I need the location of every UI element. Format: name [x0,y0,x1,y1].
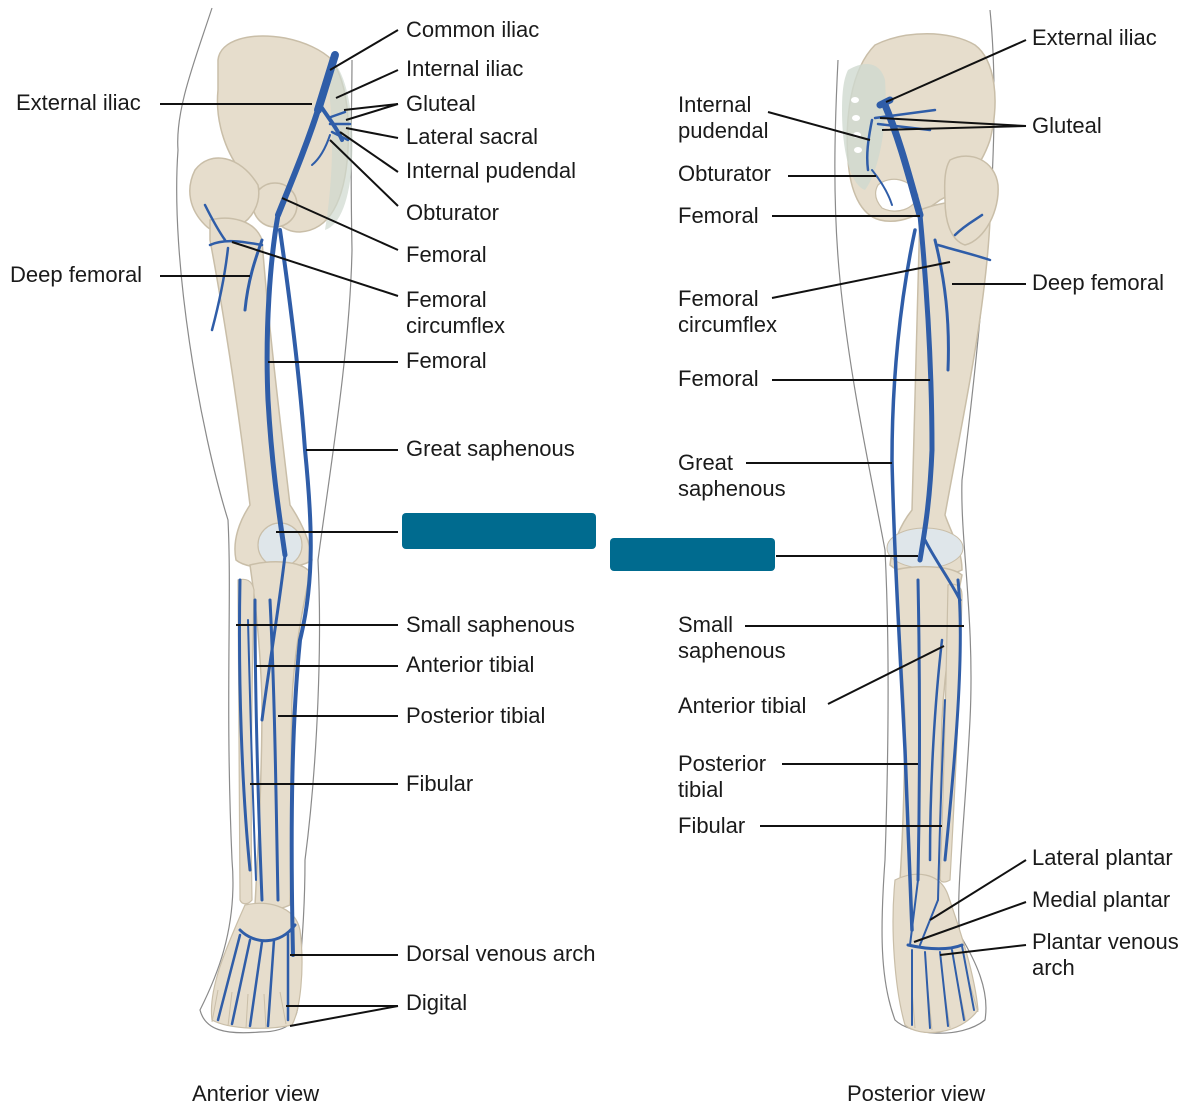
label-anterior-internal-pudendal: Internal pudendal [406,158,577,183]
label-anterior-gluteal: Gluteal [406,91,476,116]
label-posterior-small-saphenous: Small saphenous [678,612,786,663]
leader-anterior-internal-iliac [335,69,399,99]
label-anterior-femoral-mid: Femoral [406,348,487,373]
posterior-small-saphenous-vein [943,578,962,862]
posterior-veins [865,96,992,1029]
label-posterior-great-saphenous: Great saphenous [678,450,786,501]
anterior-veins [203,51,352,1028]
anterior-common-iliac-vein [314,51,339,114]
posterior-internal-pudendal-vein [865,118,874,172]
anterior-toes [211,989,287,1029]
leader-anterior-gluteal [343,103,399,121]
posterior-skin-outline [834,9,995,1034]
label-anterior-internal-iliac: Internal iliac [406,56,524,81]
leader-anterior-digital [286,1005,399,1027]
anterior-great-saphenous-vein [278,228,313,957]
anterior-popliteal-vein [260,553,287,722]
label-posterior-fibular: Fibular [678,813,746,838]
leader-anterior-obturator [329,139,399,207]
anterior-skin-outline [176,7,353,1034]
leader-anterior-femoral-upper [281,197,399,251]
anterior-view-title: Anterior view [192,1081,320,1106]
label-anterior-common-iliac: Common iliac [406,17,540,42]
posterior-popliteal-vein [923,538,962,602]
leader-anterior-femoral-circumflex [231,241,399,297]
posterior-sacral-foramina [851,97,862,153]
anterior-posterior-tibial-vein [268,598,280,902]
label-posterior-obturator: Obturator [678,161,771,186]
leader-anterior-common-iliac [329,29,399,71]
label-posterior-femoral-upper: Femoral [678,203,759,228]
anterior-dorsal-venous-arch [238,923,297,943]
leader-anterior-lateral-sacral [345,127,399,139]
anterior-digital-veins [216,932,290,1028]
label-posterior-external-iliac: External iliac [1032,25,1157,50]
anterior-external-iliac-vein [275,107,321,218]
label-posterior-femoral-circumflex: Femoral circumflex [678,286,778,337]
blank-label-anterior-knee[interactable] [402,513,596,549]
posterior-greater-trochanter [943,155,999,246]
leader-posterior-lateral-plantar [929,859,1027,921]
label-posterior-gluteal: Gluteal [1032,113,1102,138]
posterior-obturator-vein [871,169,893,206]
blank-label-posterior-knee[interactable] [610,538,775,571]
leader-posterior-plantar-venous-arch [939,944,1027,956]
leader-posterior-medial-plantar [913,901,1027,943]
leader-posterior-gluteal [879,117,1027,131]
label-anterior-anterior-tibial: Anterior tibial [406,652,535,677]
label-anterior-femoral-upper: Femoral [406,242,487,267]
label-posterior-posterior-tibial: Posterior tibial [678,751,767,802]
posterior-view-title: Posterior view [847,1081,986,1106]
anterior-femoral-vein [264,212,288,558]
label-anterior-deep-femoral: Deep femoral [10,262,143,287]
label-anterior-obturator: Obturator [406,200,499,225]
label-posterior-lateral-plantar: Lateral plantar [1032,845,1173,870]
label-anterior-lateral-sacral: Lateral sacral [406,124,539,149]
leader-posterior-femoral-circumflex [771,261,951,299]
leader-posterior-anterior-tibial [827,645,945,705]
leader-posterior-internal-pudendal [767,111,871,141]
posterior-obturator-foramen [875,178,919,212]
label-posterior-plantar-venous-arch: Plantar venous arch [1032,929,1179,980]
posterior-plantar-arch [906,943,964,951]
anterior-leg [176,7,353,1034]
label-anterior-dorsal-venous-arch: Dorsal venous arch [406,941,596,966]
posterior-leg [834,9,999,1034]
leader-anterior-internal-pudendal [339,131,399,173]
posterior-femur [889,201,991,578]
posterior-fibular-vein [937,699,946,901]
label-posterior-internal-pudendal: Internal pudendal [678,92,769,143]
leader-lines [160,29,1027,1027]
posterior-fibula [939,583,963,883]
anterior-small-saphenous-vein [237,578,252,872]
posterior-great-saphenous-vein [890,228,917,932]
label-anterior-great-saphenous: Great saphenous [406,436,575,461]
label-anterior-external-iliac: External iliac [16,90,141,115]
anterior-gluteal-veins [326,110,352,142]
posterior-plantar-veins [909,879,975,1029]
label-anterior-small-saphenous: Small saphenous [406,612,575,637]
anterior-obturator-vein [311,134,331,166]
anterior-sacrum [325,58,353,230]
posterior-sacrum [842,64,886,190]
label-anterior-femoral-circumflex: Femoral circumflex [406,287,506,338]
leader-posterior-external-iliac [885,39,1027,103]
anterior-fibular-vein [247,619,257,881]
anterior-anterior-tibial-vein [253,598,264,902]
label-posterior-anterior-tibial: Anterior tibial [678,693,807,718]
posterior-femoral-vein [917,212,935,563]
posterior-anterior-tibial-vein [928,638,944,862]
label-posterior-medial-plantar: Medial plantar [1032,887,1171,912]
label-anterior-digital: Digital [406,990,468,1015]
posterior-circumflex-vein [936,213,992,262]
label-anterior-posterior-tibial: Posterior tibial [406,703,546,728]
label-posterior-femoral-mid: Femoral [678,366,759,391]
posterior-posterior-tibial-vein [916,578,921,882]
label-anterior-fibular: Fibular [406,771,474,796]
anterior-circumflex-vein [203,203,264,332]
posterior-deep-femoral-vein [933,238,950,372]
label-posterior-deep-femoral: Deep femoral [1032,270,1165,295]
